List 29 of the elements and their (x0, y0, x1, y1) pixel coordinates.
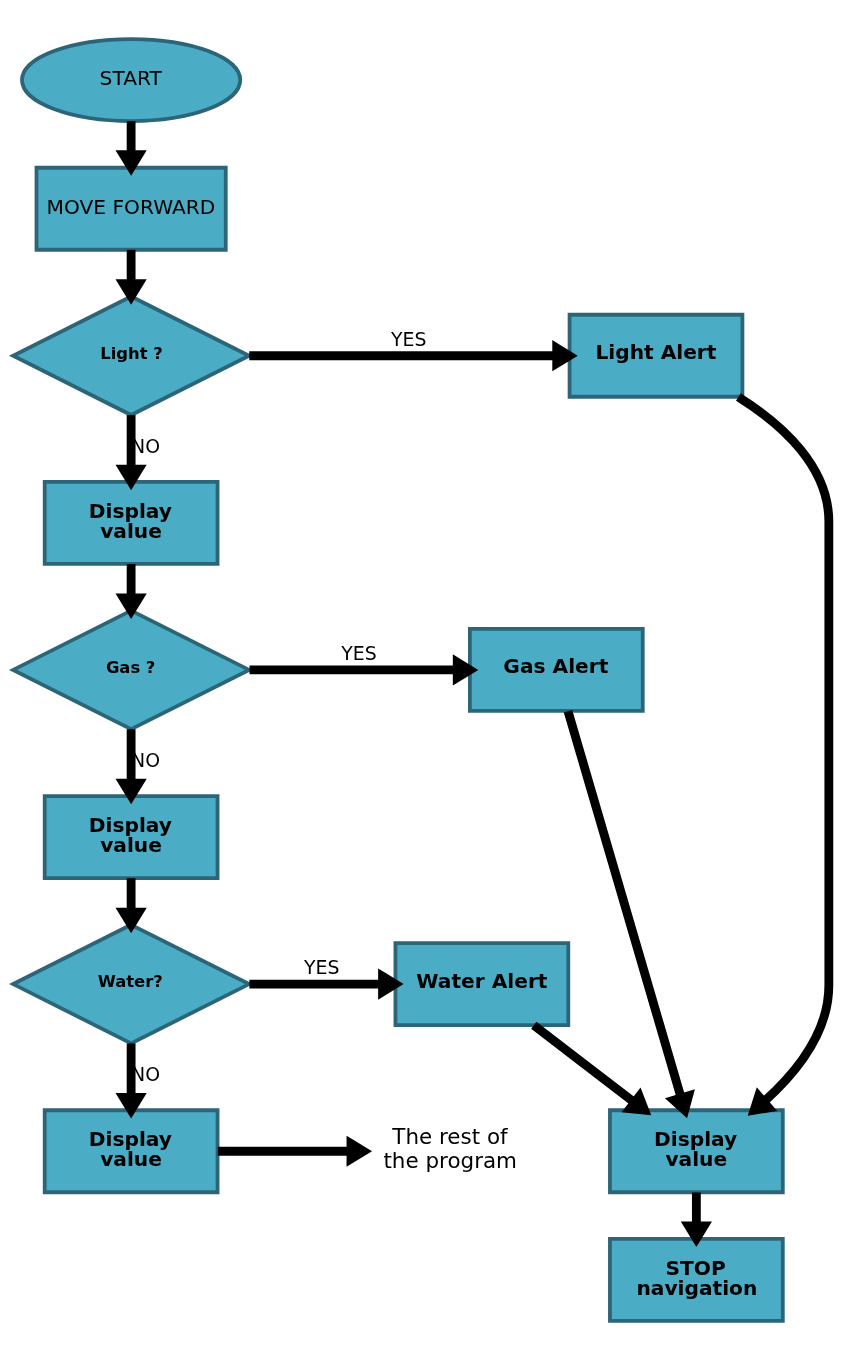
arrow (249, 340, 578, 372)
arrow (249, 654, 479, 686)
node-box: Display value (42, 794, 220, 880)
arrow (115, 121, 147, 176)
arrow (735, 393, 834, 1116)
node-ellipse: START (20, 37, 243, 123)
arrow (217, 1135, 373, 1167)
node-box: Display value (42, 480, 220, 566)
node-text: The rest of the program (383, 1124, 517, 1174)
arrow (680, 1192, 712, 1248)
node-box: Water Alert (393, 941, 571, 1027)
arrow (115, 564, 147, 619)
node-box: STOP navigation (608, 1237, 785, 1323)
edge-label: YES (303, 955, 340, 978)
arrow (115, 249, 147, 305)
node-box: Light Alert (567, 312, 745, 399)
node-box: Gas Alert (468, 627, 645, 713)
node-box: Display value (608, 1108, 785, 1195)
arrow (531, 1021, 652, 1116)
edge-label: YES (341, 641, 377, 664)
arrow (115, 878, 147, 934)
node-box: MOVE FORWARD (34, 165, 228, 252)
arrow (249, 968, 404, 1000)
arrow (563, 709, 695, 1119)
arrow (115, 1043, 147, 1119)
node-box: Display value (42, 1108, 220, 1195)
edge-label: YES (391, 327, 427, 350)
arrow (115, 415, 147, 491)
arrow (115, 729, 147, 805)
